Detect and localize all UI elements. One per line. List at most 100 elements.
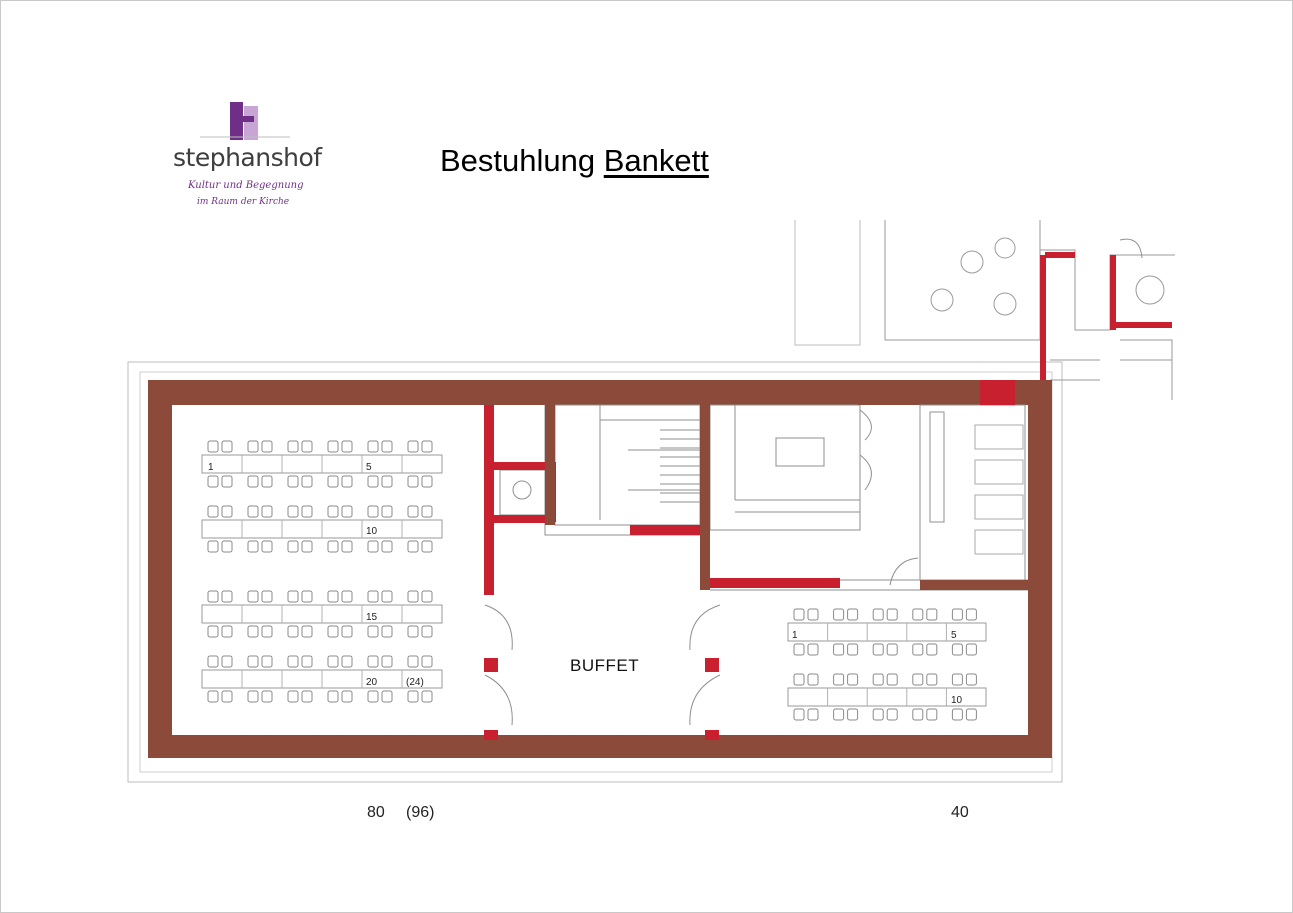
lift-red-bottom [494, 515, 549, 523]
lift [499, 469, 546, 516]
corridor-red [710, 578, 840, 588]
corridor-door [889, 557, 919, 586]
east-chair-top-0-4-1 [965, 608, 977, 621]
west-chair-top-0-1-1 [261, 440, 273, 453]
pier-east-1 [1028, 490, 1052, 524]
west-chair-top-0-0-1 [221, 440, 233, 453]
cloak-rack-3 [974, 529, 1024, 555]
title-emphasis: Bankett [603, 143, 709, 178]
west-table-num-1: 1 [208, 462, 214, 473]
kitchen-counters [734, 405, 860, 513]
kitchen [709, 404, 861, 531]
west-chair-top-1-3-1 [341, 505, 353, 518]
partition-kitchen-east [858, 380, 866, 405]
west-chair-bottom-3-1-1 [261, 690, 273, 703]
west-chair-top-2-0-1 [221, 590, 233, 603]
buffet-red-sw [484, 730, 498, 740]
logo-tagline-1: Kultur und Begegnung [188, 180, 304, 191]
east-chair-top-0-1-0 [833, 608, 845, 621]
west-chair-bottom-1-5-1 [421, 540, 433, 553]
west-chair-bottom-0-5-0 [407, 475, 419, 488]
west-chair-top-0-0-0 [207, 440, 219, 453]
cloak-rack-2 [974, 494, 1024, 520]
west-table-num-10: 10 [366, 526, 378, 537]
east-chair-bottom-1-1-0 [833, 708, 845, 721]
west-chair-top-0-4-0 [367, 440, 379, 453]
east-chair-top-0-4-0 [951, 608, 963, 621]
east-table-row-0 [787, 622, 987, 642]
east-chair-top-0-2-0 [872, 608, 884, 621]
west-chair-bottom-3-1-0 [247, 690, 259, 703]
capacity-west-max: (96) [406, 804, 435, 821]
pier-south-11 [995, 735, 1025, 758]
pier-west-1 [148, 490, 172, 524]
east-chair-top-1-3-0 [912, 673, 924, 686]
west-chair-bottom-3-0-1 [221, 690, 233, 703]
east-chair-bottom-0-0-0 [793, 643, 805, 656]
west-chair-top-1-5-1 [421, 505, 433, 518]
west-chair-top-2-1-1 [261, 590, 273, 603]
west-table-num-15: 15 [366, 612, 378, 623]
west-chair-bottom-1-2-0 [287, 540, 299, 553]
west-chair-bottom-3-5-1 [421, 690, 433, 703]
east-chair-top-1-2-0 [872, 673, 884, 686]
east-chair-bottom-0-3-0 [912, 643, 924, 656]
west-chair-top-1-0-1 [221, 505, 233, 518]
lift-symbol [512, 480, 532, 500]
wc-red-wall-3 [1110, 255, 1116, 330]
capacity-west: 80 [367, 804, 385, 821]
west-chair-bottom-0-1-1 [261, 475, 273, 488]
logo-tagline-2: im Raum der Kirche [197, 197, 290, 207]
pier-east-2 [1028, 560, 1052, 594]
buffet-red-east [705, 658, 719, 672]
west-chair-top-2-2-0 [287, 590, 299, 603]
west-chair-bottom-2-5-1 [421, 625, 433, 638]
east-chair-bottom-1-4-1 [965, 708, 977, 721]
east-chair-top-0-0-0 [793, 608, 805, 621]
west-chair-top-3-1-0 [247, 655, 259, 668]
west-chair-bottom-0-2-0 [287, 475, 299, 488]
pier-south-6 [620, 735, 650, 758]
west-chair-top-1-1-1 [261, 505, 273, 518]
east-chair-bottom-0-0-1 [807, 643, 819, 656]
west-chair-bottom-1-4-0 [367, 540, 379, 553]
west-chair-bottom-0-0-1 [221, 475, 233, 488]
west-chair-top-2-0-0 [207, 590, 219, 603]
east-chair-bottom-0-1-1 [847, 643, 859, 656]
pier-south-7 [696, 735, 726, 758]
east-chair-bottom-0-4-0 [951, 643, 963, 656]
west-chair-top-3-0-0 [207, 655, 219, 668]
pier-south-2 [312, 735, 342, 758]
west-chair-top-0-5-0 [407, 440, 419, 453]
east-table-num-1: 1 [792, 630, 798, 641]
east-chair-bottom-0-4-1 [965, 643, 977, 656]
buffet-red-west [484, 658, 498, 672]
kitchen-door [859, 409, 872, 491]
stairs [599, 405, 700, 520]
west-chair-bottom-0-1-0 [247, 475, 259, 488]
west-chair-bottom-2-0-1 [221, 625, 233, 638]
west-chair-bottom-1-1-0 [247, 540, 259, 553]
west-chair-bottom-2-4-0 [367, 625, 379, 638]
accent-walls [484, 380, 1015, 740]
east-chair-top-0-2-1 [886, 608, 898, 621]
east-chair-top-0-3-0 [912, 608, 924, 621]
west-chair-bottom-1-2-1 [301, 540, 313, 553]
banquet-tables [201, 424, 1024, 721]
west-chair-bottom-1-4-1 [381, 540, 393, 553]
west-chair-top-3-5-1 [421, 655, 433, 668]
west-table-num-24: (24) [406, 677, 424, 688]
garden-round-tables [930, 237, 1017, 316]
west-chair-bottom-0-0-0 [207, 475, 219, 488]
annex-terrace [794, 220, 861, 346]
pier-south-1 [238, 735, 268, 758]
stair-hall [544, 404, 706, 536]
page-title: Bestuhlung Bankett [440, 143, 709, 179]
west-chair-bottom-1-0-0 [207, 540, 219, 553]
wc-door [1119, 238, 1143, 259]
west-chair-top-3-2-1 [301, 655, 313, 668]
west-chair-bottom-3-4-0 [367, 690, 379, 703]
east-chair-top-1-1-1 [847, 673, 859, 686]
west-chair-top-2-4-1 [381, 590, 393, 603]
